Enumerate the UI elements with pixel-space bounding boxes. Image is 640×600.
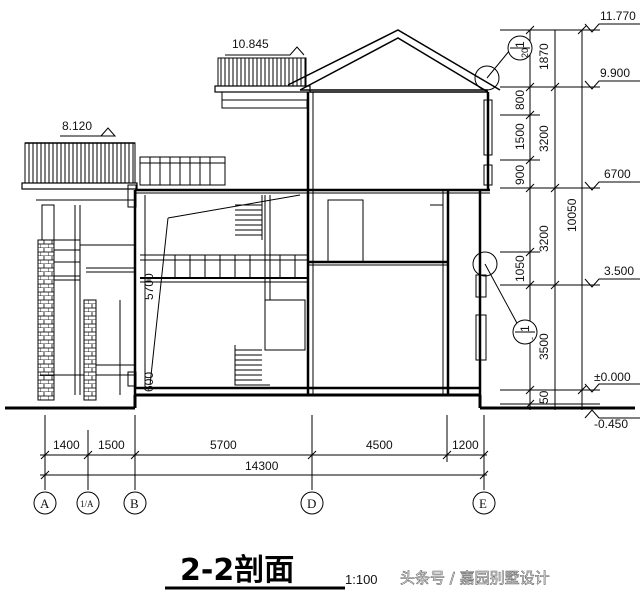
upper-roof [214, 57, 311, 109]
elev-eave: 9.900 [600, 66, 630, 80]
dim-10050: 10050 [565, 198, 579, 232]
walls [133, 92, 490, 395]
dim-1050: 1050 [513, 255, 527, 282]
detail-callouts [472, 35, 538, 345]
dim-3500: 3500 [537, 333, 551, 360]
building-section [5, 29, 635, 410]
dim-5700v: 5700 [142, 273, 156, 300]
elev-parapet: 10.845 [232, 37, 269, 51]
elev-outside: -0.450 [594, 417, 628, 431]
dim-1500v: 1500 [513, 123, 527, 150]
bottom-dimension-lines [40, 415, 489, 490]
elev-left-roof: 8.120 [62, 119, 92, 133]
axis-1a: 1/A [80, 499, 94, 509]
callout-2-num: 1 [518, 325, 532, 332]
dim-3200-lower: 3200 [537, 225, 551, 252]
stair-dimension: 5700 600 [142, 195, 156, 392]
elev-ridge: 11.770 [600, 9, 636, 23]
axis-a: A [40, 496, 50, 511]
left-porch [36, 184, 137, 401]
watermark-text: 头条号 / 嘉园别墅设计 [400, 569, 550, 587]
dim-600: 600 [142, 372, 156, 392]
detail-callout-text: 1 20 1 - [513, 41, 537, 340]
drawing-title: 2-2剖面 [180, 553, 294, 588]
drawing-scale: 1:100 [345, 572, 378, 587]
dim-50: 50 [537, 390, 551, 404]
dim-1500: 1500 [98, 438, 125, 452]
callout-1-num: 1 [513, 41, 527, 48]
dim-1870: 1870 [537, 43, 551, 70]
right-windows [475, 99, 493, 361]
title-block: 2-2剖面 1:100 [165, 553, 378, 590]
elev-2nd-floor: 6700 [604, 167, 631, 181]
elevation-marks [60, 23, 640, 419]
gable-roof [287, 29, 501, 93]
right-dimension-lines [500, 25, 600, 410]
axis-d: D [307, 496, 316, 511]
bottom-dimension-text: 1400 1500 5700 4500 1200 14300 [53, 438, 479, 473]
dim-4500: 4500 [366, 438, 393, 452]
dim-1400: 1400 [53, 438, 80, 452]
callout-1-sheet: 20 [520, 48, 530, 58]
upper-balcony-railing [139, 156, 226, 186]
axis-markers [33, 491, 496, 515]
axis-b: B [130, 496, 139, 511]
axis-labels: A 1/A B D E [40, 496, 487, 511]
left-roof [21, 142, 138, 190]
interior-doors [327, 199, 443, 263]
dim-900: 900 [513, 165, 527, 185]
elevation-labels: 11.770 9.900 6700 3.500 ±0.000 -0.450 10… [62, 9, 636, 431]
landing-railing [140, 254, 308, 283]
right-dimension-text: 1870 800 1500 900 1050 3500 50 3200 3200… [513, 43, 579, 404]
dim-total: 14300 [245, 459, 279, 473]
elev-1st-floor: 3.500 [604, 264, 634, 278]
elev-ground: ±0.000 [594, 370, 631, 384]
dim-800: 800 [513, 90, 527, 110]
axis-e: E [479, 496, 487, 511]
dim-3200-upper: 3200 [537, 125, 551, 152]
dim-5700: 5700 [210, 438, 237, 452]
dim-1200: 1200 [452, 438, 479, 452]
stair [149, 194, 306, 386]
watermark: 头条号 / 嘉园别墅设计 [400, 569, 550, 588]
callout-2-sheet: - [527, 337, 537, 340]
